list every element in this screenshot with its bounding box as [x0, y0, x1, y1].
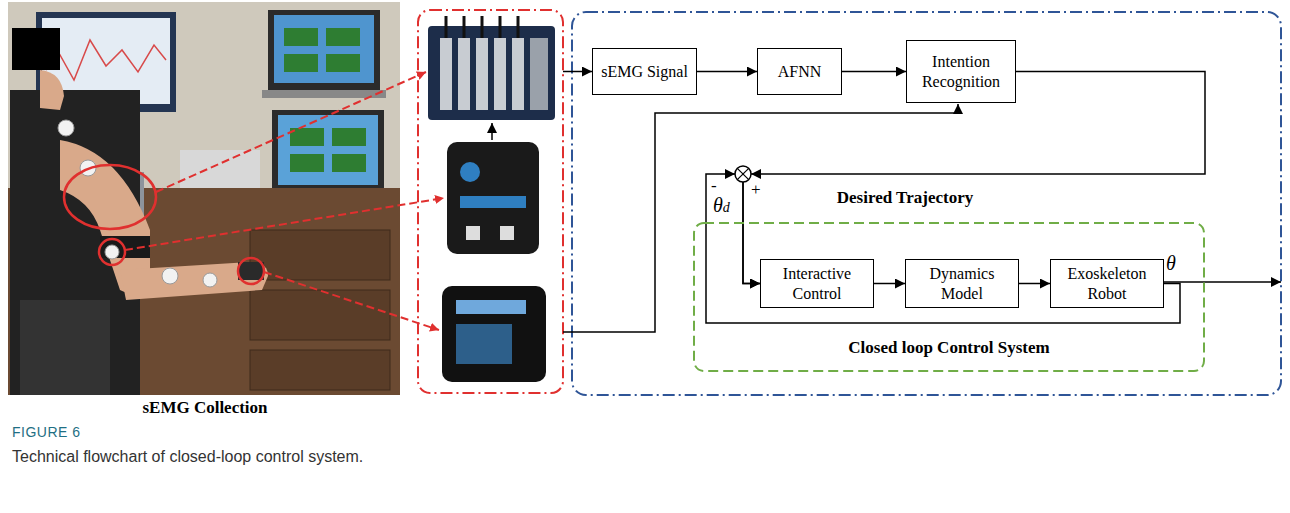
box-label: Interactive Control: [761, 264, 873, 302]
group-title: Closed loop Control System: [848, 338, 1049, 358]
signal-connector: [842, 71, 906, 73]
sign-label: +: [751, 180, 761, 200]
box-label: Dynamics Model: [906, 264, 1018, 302]
signal-connector: [1019, 283, 1050, 285]
figure-number: FIGURE 6: [12, 424, 81, 440]
process-box: Intention Recognition: [906, 40, 1016, 103]
figure-part-title: sEMG Collection: [105, 398, 305, 418]
signal-connector: [697, 71, 757, 73]
box-label: AFNN: [773, 62, 827, 81]
box-label: sEMG Signal: [596, 62, 693, 81]
signal-connector: [743, 72, 1205, 284]
process-box: Interactive Control: [760, 259, 874, 308]
figure-caption: Technical flowchart of closed-loop contr…: [12, 448, 363, 466]
loop-group: Closed loop Control System Interactive Co…: [693, 222, 1205, 372]
signal-connector: [706, 174, 1180, 323]
process-box: sEMG Signal: [592, 48, 697, 95]
sign-label: -: [711, 176, 717, 196]
box-label: Exoskeleton Robot: [1051, 264, 1163, 302]
signal-name: θ: [1166, 252, 1176, 275]
process-box: AFNN: [757, 48, 842, 95]
signal-connector: [874, 283, 905, 285]
signal-name: θd: [713, 194, 730, 217]
process-box: Exoskeleton Robot: [1050, 259, 1164, 308]
process-box: Dynamics Model: [905, 259, 1019, 308]
signal-name: Desired Trajectory: [805, 188, 1005, 208]
box-label: Intention Recognition: [907, 52, 1015, 90]
